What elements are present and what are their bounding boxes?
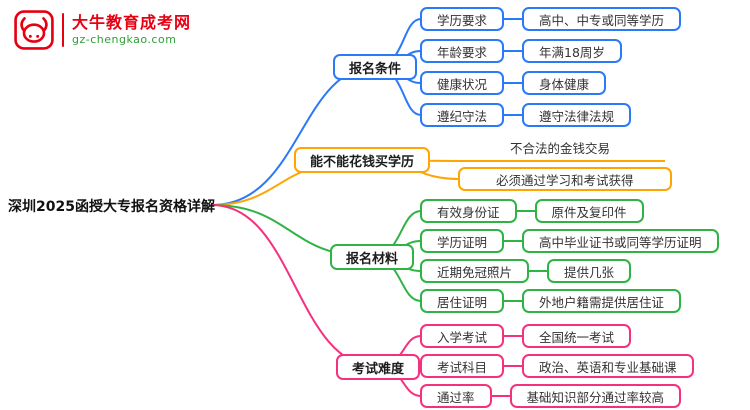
root-node: 深圳2025函授大专报名资格详解: [8, 199, 215, 215]
leaf-row: 通过率 基础知识部分通过率较高: [420, 384, 682, 408]
leaf-label-box: 入学考试: [420, 324, 505, 348]
connector-line: [504, 300, 523, 302]
leaf-value-box: 原件及复印件: [534, 199, 644, 223]
connector-line: [504, 82, 523, 84]
connector-line: [504, 335, 523, 337]
leaf-value-box: 高中毕业证书或同等学历证明: [522, 229, 719, 253]
leaf-label-box: 通过率: [420, 384, 492, 408]
leaf-underline-node: 不合法的金钱交易: [455, 140, 665, 162]
leaf-label-box: 有效身份证: [420, 199, 517, 223]
leaf-row: 学历要求 高中、中专或同等学历: [420, 7, 682, 31]
leaf-row: 学历证明 高中毕业证书或同等学历证明: [420, 229, 719, 253]
leaf-value-box: 政治、英语和专业基础课: [522, 354, 694, 378]
leaf-label-box: 近期免冠照片: [420, 259, 530, 283]
connector-line: [491, 395, 510, 397]
leaf-label-box: 健康状况: [420, 71, 505, 95]
leaf-row: 考试科目 政治、英语和专业基础课: [420, 354, 694, 378]
leaf-row: 入学考试 全国统一考试: [420, 324, 632, 348]
leaf-row: 近期免冠照片 提供几张: [420, 259, 632, 283]
branch-node-enrollment-conditions: 报名条件: [333, 54, 418, 80]
leaf-value-box: 年满18周岁: [522, 39, 622, 63]
leaf-label-box: 学历要求: [420, 7, 505, 31]
leaf-label-box: 学历证明: [420, 229, 505, 253]
leaf-value-box: 高中、中专或同等学历: [522, 7, 682, 31]
branch-node-enrollment-materials: 报名材料: [330, 244, 415, 270]
leaf-label-box: 年龄要求: [420, 39, 505, 63]
leaf-label-box: 遵纪守法: [420, 103, 505, 127]
branch-node-exam-difficulty: 考试难度: [336, 354, 421, 380]
logo-title: 大牛教育成考网: [72, 13, 192, 33]
connector-line: [504, 50, 523, 52]
leaf-row: 居住证明 外地户籍需提供居住证: [420, 289, 682, 313]
leaf-row: 健康状况 身体健康: [420, 71, 607, 95]
connector-line: [529, 270, 548, 272]
connector-line: [504, 365, 523, 367]
root-branch-link: [211, 66, 376, 206]
logo-url: gz-chengkao.com: [72, 33, 177, 47]
leaf-row: 遵纪守法 遵守法律法规: [420, 103, 632, 127]
leaf-label-box: 居住证明: [420, 289, 505, 313]
connector-line: [504, 18, 523, 20]
leaf-value-box: 提供几张: [547, 259, 632, 283]
leaf-value-box: 身体健康: [522, 71, 607, 95]
leaf-value-box: 基础知识部分通过率较高: [509, 384, 682, 408]
leaf-value-box: 全国统一考试: [522, 324, 632, 348]
logo-divider: [62, 13, 64, 47]
bull-logo-icon: [14, 10, 54, 50]
leaf-value-box: 遵守法律法规: [522, 103, 632, 127]
leaf-row: 年龄要求 年满18周岁: [420, 39, 622, 63]
connector-line: [504, 114, 523, 116]
site-logo: 大牛教育成考网 gz-chengkao.com: [14, 10, 191, 50]
branch-node-buy-degree-question: 能不能花钱买学历: [294, 147, 431, 173]
leaf-row: 有效身份证 原件及复印件: [420, 199, 644, 223]
leaf-label: 不合法的金钱交易: [509, 141, 610, 156]
connector-line: [504, 240, 523, 242]
leaf-label-box: 考试科目: [420, 354, 505, 378]
leaf-value-box: 必须通过学习和考试获得: [458, 167, 672, 191]
leaf-value-box: 外地户籍需提供居住证: [522, 289, 682, 313]
connector-line: [516, 210, 535, 212]
root-branch-link: [211, 204, 379, 368]
